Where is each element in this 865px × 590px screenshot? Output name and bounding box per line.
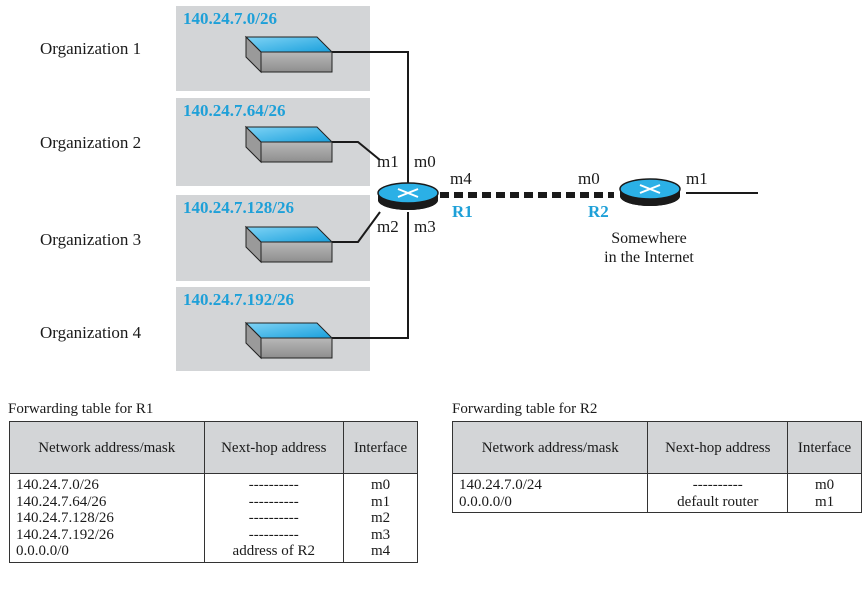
r1-interface-m2: m2 <box>377 217 399 236</box>
column-header: Interface <box>787 421 862 474</box>
device-box-1 <box>244 35 334 74</box>
next-hop-cell: ---------- <box>203 473 345 494</box>
interface-cell: m2 <box>343 510 418 527</box>
table-header-row: Network address/mask Next-hop address In… <box>9 421 418 474</box>
interface-cell: m3 <box>343 526 418 543</box>
interface-cell: m0 <box>787 473 862 494</box>
organization-label: Organization 1 <box>40 39 141 58</box>
internet-note-line2: in the Internet <box>604 249 694 266</box>
router-r2-icon <box>619 178 681 206</box>
router-r1-icon <box>377 182 439 210</box>
device-box-2 <box>244 125 334 164</box>
router-r2-label: R2 <box>588 202 609 221</box>
interface-cell: m1 <box>787 493 862 513</box>
r1-interface-m1: m1 <box>377 152 399 171</box>
next-hop-cell: ---------- <box>647 473 789 494</box>
network-cell: 140.24.7.64/26 <box>9 493 205 510</box>
table-header-row: Network address/mask Next-hop address In… <box>451 421 862 474</box>
org-network-label: 140.24.7.128/26 <box>183 198 294 217</box>
column-header: Network address/mask <box>9 421 205 474</box>
column-header: Next-hop address <box>647 421 789 474</box>
device-box-3 <box>244 225 334 264</box>
column-header: Next-hop address <box>203 421 345 474</box>
network-cell: 0.0.0.0/0 <box>9 543 205 563</box>
r1-interface-m3: m3 <box>414 217 436 236</box>
table-row: 140.24.7.128/26 ---------- m2 <box>9 510 418 527</box>
column-header: Network address/mask <box>451 421 649 474</box>
network-cell: 140.24.7.128/26 <box>9 510 205 527</box>
table-row: 140.24.7.64/26 ---------- m1 <box>9 493 418 510</box>
network-cell: 140.24.7.192/26 <box>9 526 205 543</box>
interface-cell: m1 <box>343 493 418 510</box>
table-r2-caption: Forwarding table for R2 <box>452 401 598 417</box>
org-network-label: 140.24.7.64/26 <box>183 101 285 120</box>
forwarding-table-r1: Network address/mask Next-hop address In… <box>9 421 418 563</box>
next-hop-cell: default router <box>647 493 789 513</box>
table-r1-caption: Forwarding table for R1 <box>8 401 154 417</box>
org-network-label: 140.24.7.0/26 <box>183 9 277 28</box>
organization-label: Organization 2 <box>40 133 141 152</box>
organization-label: Organization 3 <box>40 230 141 249</box>
network-cell: 140.24.7.0/24 <box>451 473 649 494</box>
next-hop-cell: address of R2 <box>203 543 345 563</box>
r2-interface-m1: m1 <box>686 169 708 188</box>
table-row: 0.0.0.0/0 address of R2 m4 <box>9 543 418 563</box>
org-network-label: 140.24.7.192/26 <box>183 290 294 309</box>
forwarding-table-r2: Network address/mask Next-hop address In… <box>451 421 862 513</box>
interface-cell: m0 <box>343 473 418 494</box>
r2-interface-m0: m0 <box>578 169 600 188</box>
r1-interface-m0: m0 <box>414 152 436 171</box>
table-row: 140.24.7.0/26 ---------- m0 <box>9 473 418 494</box>
network-diagram: 140.24.7.0/26 140.24.7.64/26 140.24.7.12… <box>40 6 758 371</box>
network-cell: 140.24.7.0/26 <box>9 473 205 494</box>
next-hop-cell: ---------- <box>203 510 345 527</box>
internet-note-line1: Somewhere <box>611 230 687 247</box>
connection-lines <box>332 51 758 339</box>
interface-cell: m4 <box>343 543 418 563</box>
next-hop-cell: ---------- <box>203 526 345 543</box>
r1-interface-m4: m4 <box>450 169 472 188</box>
network-cell: 0.0.0.0/0 <box>451 493 649 513</box>
next-hop-cell: ---------- <box>203 493 345 510</box>
device-box-4 <box>244 321 334 360</box>
table-row: 140.24.7.0/24 ---------- m0 <box>451 473 862 494</box>
column-header: Interface <box>343 421 418 474</box>
table-row: 140.24.7.192/26 ---------- m3 <box>9 526 418 543</box>
table-row: 0.0.0.0/0 default router m1 <box>451 493 862 513</box>
organization-label: Organization 4 <box>40 323 142 342</box>
router-r1-label: R1 <box>452 202 473 221</box>
